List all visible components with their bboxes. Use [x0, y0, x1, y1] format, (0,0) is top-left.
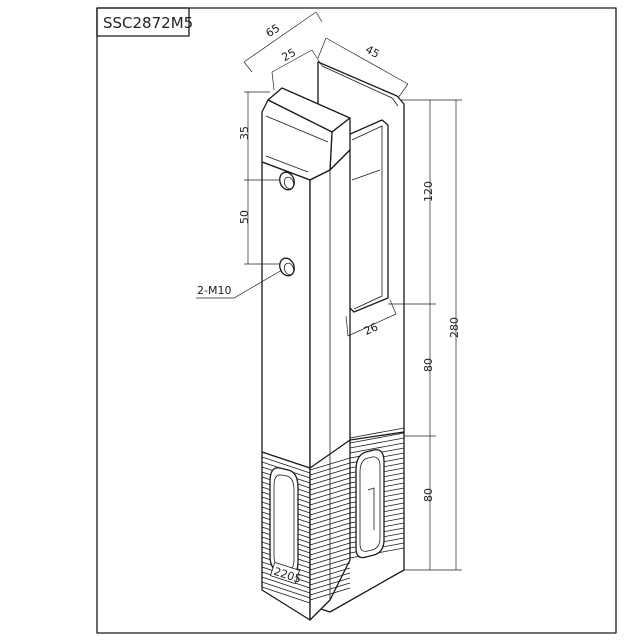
- svg-text:80: 80: [422, 488, 435, 502]
- hole-lower: [279, 257, 295, 277]
- svg-text:120: 120: [422, 181, 435, 202]
- dimension-80-lower: 80: [422, 436, 435, 570]
- svg-text:280: 280: [448, 317, 461, 338]
- dimension-25: 25: [271, 46, 323, 91]
- callout-2-m10: 2-M10: [196, 269, 283, 299]
- part-number: SSC2872M5: [103, 14, 193, 32]
- title-box: [96, 7, 190, 37]
- svg-text:65: 65: [263, 22, 282, 41]
- dimension-26: 26: [345, 299, 397, 338]
- svg-text:80: 80: [422, 358, 435, 372]
- dimension-120: 120: [388, 99, 462, 305]
- front-plate: 2205: [261, 87, 405, 621]
- svg-text:26: 26: [362, 320, 380, 338]
- svg-text:2-M10: 2-M10: [197, 284, 231, 297]
- dimension-45: 45: [317, 37, 409, 99]
- hole-upper: [279, 171, 295, 191]
- dimension-35: 35: [238, 91, 280, 181]
- svg-text:50: 50: [238, 210, 251, 224]
- svg-text:35: 35: [238, 126, 251, 140]
- sheet-frame: [96, 7, 617, 634]
- dimension-65: 65: [243, 11, 323, 73]
- svg-text:25: 25: [280, 46, 299, 64]
- dimension-80-upper: 80: [404, 304, 436, 437]
- dimension-280: 280: [404, 100, 462, 571]
- svg-text:45: 45: [363, 43, 381, 61]
- dimension-50: 50: [238, 180, 280, 265]
